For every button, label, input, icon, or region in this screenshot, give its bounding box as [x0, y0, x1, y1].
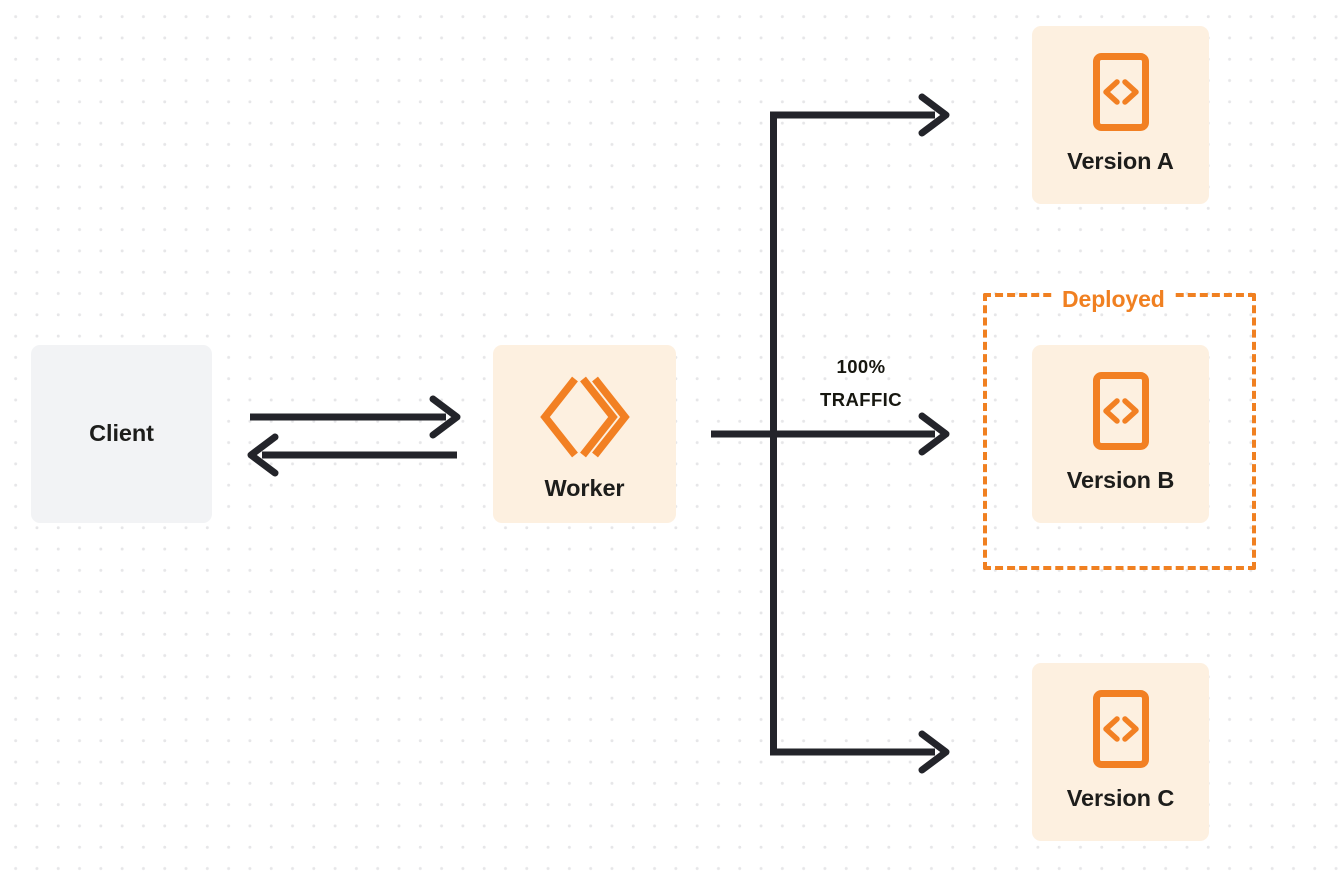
traffic-percent: 100% — [836, 356, 886, 377]
code-brackets-icon — [1092, 52, 1150, 132]
connector-worker-to-client — [247, 433, 457, 477]
group-deployed-label: Deployed — [1053, 285, 1174, 313]
connector-worker-to-version-b — [711, 412, 950, 456]
code-brackets-icon — [1092, 371, 1150, 451]
traffic-target: TRAFFIC — [820, 389, 902, 410]
node-version-b[interactable]: Version B — [1032, 345, 1209, 523]
node-worker-label: Worker — [544, 475, 625, 501]
connector-worker-to-version-a — [770, 93, 950, 137]
node-worker[interactable]: Worker — [493, 345, 676, 523]
node-client-label: Client — [89, 420, 154, 447]
connector-client-to-worker — [250, 395, 461, 439]
traffic-annotation: 100% TRAFFIC — [790, 350, 932, 416]
node-client[interactable]: Client — [31, 345, 212, 523]
node-version-a-label: Version A — [1067, 148, 1174, 174]
node-version-a[interactable]: Version A — [1032, 26, 1209, 204]
code-brackets-icon — [1092, 689, 1150, 769]
node-version-c[interactable]: Version C — [1032, 663, 1209, 841]
node-version-b-label: Version B — [1066, 467, 1175, 493]
cloudflare-workers-logo-icon — [539, 373, 631, 461]
connector-worker-to-version-c — [770, 730, 950, 774]
node-version-c-label: Version C — [1066, 785, 1175, 811]
